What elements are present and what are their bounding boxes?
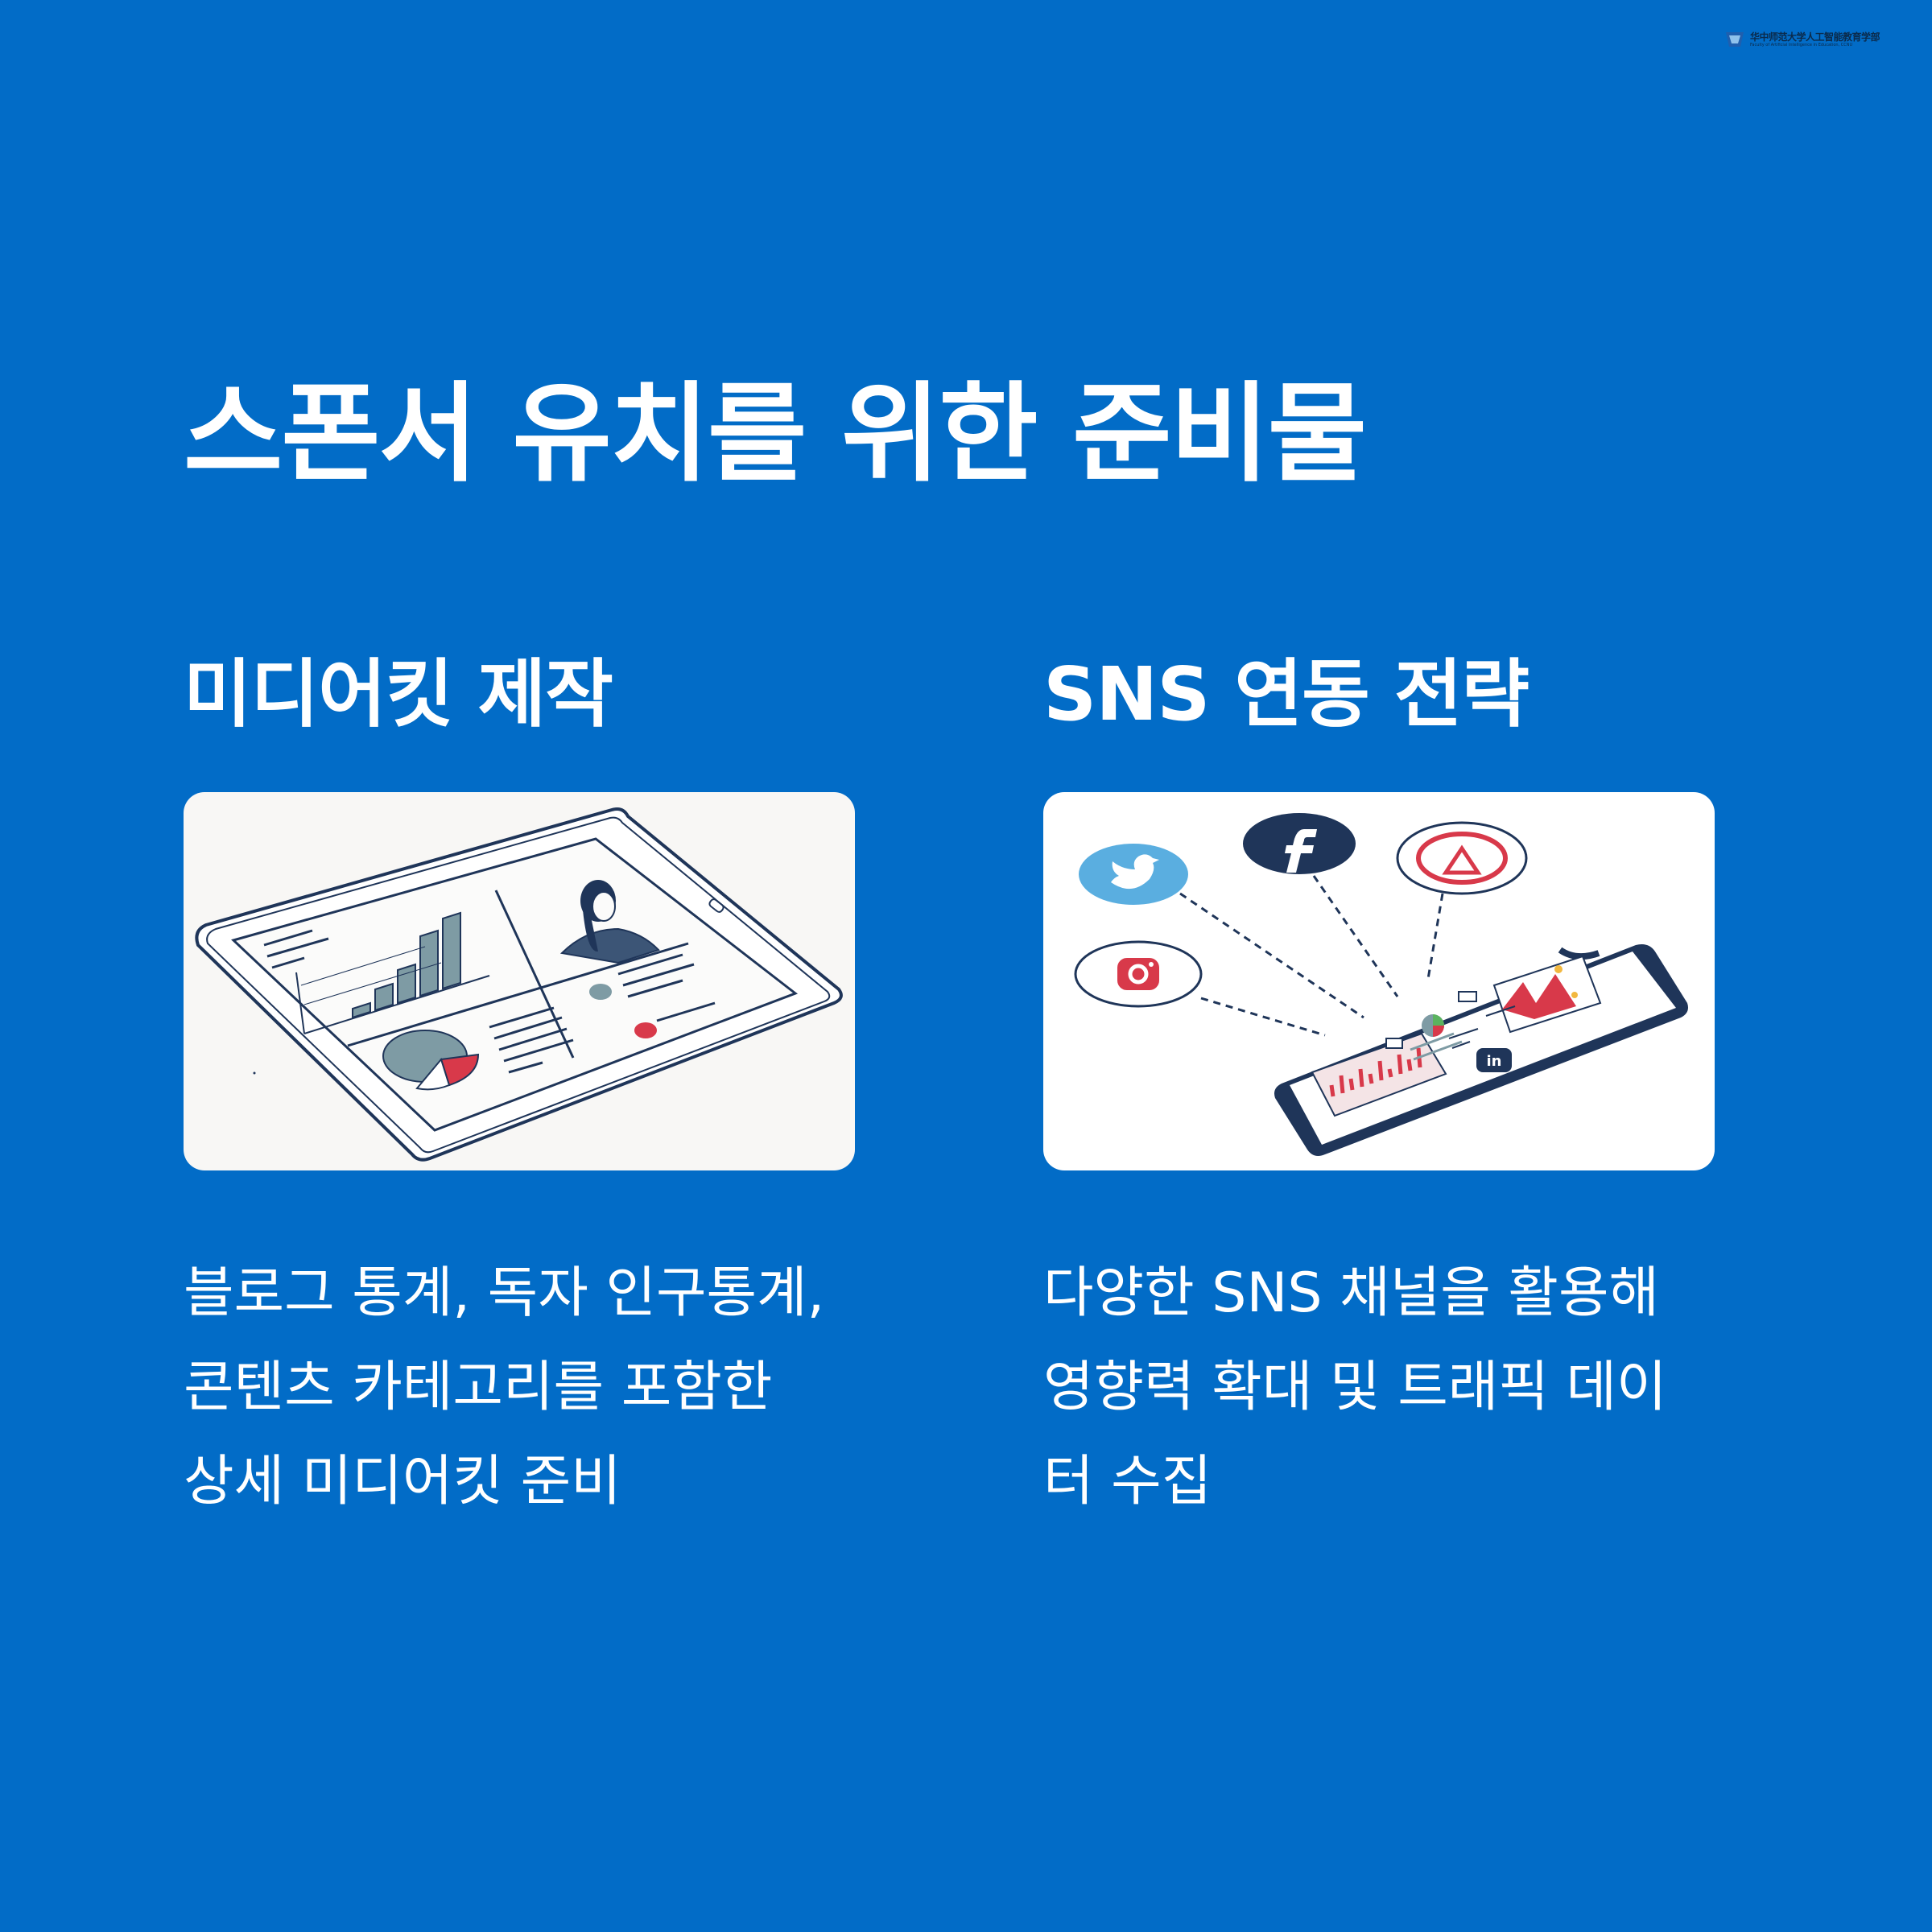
sns-illustration-card: in [1043, 792, 1715, 1170]
media-kit-description-line-2: 콘텐츠 카테고리를 포함한 [184, 1356, 773, 1419]
logo-text-cn: 华中师范大学人工智能教育学部 [1750, 31, 1880, 43]
analytics-app-icon [1396, 821, 1528, 895]
instagram-icon [1074, 940, 1203, 1008]
facebook-icon [1243, 813, 1356, 874]
tablet-dashboard-illustration [195, 807, 843, 1162]
twitter-icon [1079, 844, 1188, 905]
sns-strategy-heading: SNS 연동 전략 [1043, 651, 1530, 737]
sns-strategy-description-line-2: 영향력 확대 및 트래픽 데이 [1043, 1356, 1667, 1419]
media-kit-description-line-1: 블로그 통계, 독자 인구통계, [184, 1261, 825, 1325]
logo-emblem-icon [1726, 32, 1744, 47]
svg-text:in: in [1487, 1053, 1502, 1070]
sns-strategy-description: 다양한 SNS 채널을 활용해 영향력 확대 및 트래픽 데이 터 수집 [1043, 1246, 1768, 1529]
smartphone: in [1274, 944, 1688, 1156]
smartphone-social-network-illustration: in [1074, 813, 1688, 1156]
sns-strategy-description-line-3: 터 수집 [1043, 1450, 1212, 1513]
page-title: 스폰서 유치를 위한 준비물 [184, 371, 1367, 497]
media-kit-heading: 미디어킷 제작 [184, 651, 613, 737]
media-kit-description: 블로그 통계, 독자 인구통계, 콘텐츠 카테고리를 포함한 상세 미디어킷 준… [184, 1246, 908, 1529]
sns-strategy-description-line-1: 다양한 SNS 채널을 활용해 [1043, 1261, 1660, 1325]
media-kit-illustration-card [184, 792, 855, 1170]
logo-text-en: Faculty of Artificial Intelligence in Ed… [1750, 42, 1853, 47]
faculty-logo: 华中师范大学人工智能教育学部 Faculty of Artificial Int… [1724, 27, 1901, 52]
media-kit-description-line-3: 상세 미디어킷 준비 [184, 1450, 621, 1513]
